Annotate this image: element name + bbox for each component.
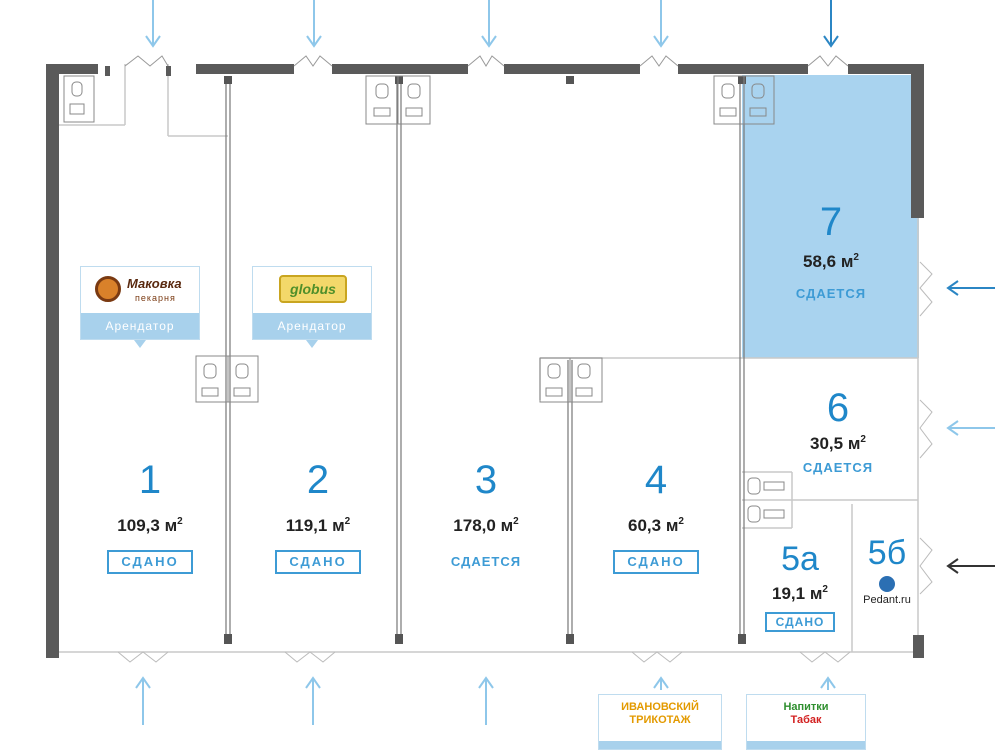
makovka-logo: Маковка пекарня — [89, 273, 193, 307]
unit-7-highlight — [742, 75, 919, 358]
bread-icon — [95, 276, 121, 302]
pedant-brand: Pedant.ru — [863, 594, 911, 606]
unit-status: СДАЕТСЯ — [450, 554, 522, 569]
unit-6-label: 6 30,5 м2 СДАЕТСЯ — [780, 388, 896, 475]
unit-4-label: 4 60,3 м2 СДАНО — [596, 460, 716, 574]
unit-area: 58,6 м2 — [803, 252, 859, 271]
unit-status: СДАНО — [275, 550, 361, 574]
mascot-icon — [879, 576, 895, 592]
unit-number: 7 — [819, 200, 843, 244]
unit-area: 178,0 м2 — [453, 516, 519, 535]
pedant-logo: Pedant.ru — [856, 576, 918, 606]
unit-area: 119,1 м2 — [285, 516, 351, 535]
partition-walls — [225, 76, 745, 640]
unit-area: 30,5 м2 — [810, 434, 866, 453]
card-footer — [599, 741, 721, 749]
card-line-1: ИВАНОВСКИЙ — [621, 701, 699, 713]
unit-number: 6 — [826, 386, 850, 430]
tenant-card-globus: globus Арендатор — [252, 266, 372, 348]
unit-status: СДАНО — [107, 550, 193, 574]
external-card-napitki: Напитки Табак — [746, 694, 866, 750]
unit-status: СДАНО — [765, 612, 835, 632]
unit-7-label: 7 58,6 м2 СДАЕТСЯ — [752, 202, 910, 301]
unit-area: 19,1 м2 — [772, 584, 828, 603]
unit-3-label: 3 178,0 м2 СДАЕТСЯ — [426, 460, 546, 569]
card-line-1: Напитки — [783, 701, 829, 713]
card-footer — [747, 741, 865, 749]
pointer-icon — [134, 340, 146, 348]
restroom-fixtures — [63, 75, 785, 523]
unit-status: СДАЕТСЯ — [802, 460, 874, 475]
globus-logo: globus — [279, 275, 347, 303]
external-card-trikotazh: ИВАНОВСКИЙ ТРИКОТАЖ — [598, 694, 722, 750]
unit-number: 5б — [867, 534, 907, 572]
unit-number: 4 — [644, 458, 668, 502]
tenant-card-caption: Арендатор — [81, 313, 199, 339]
pointer-icon — [306, 340, 318, 348]
unit-number: 1 — [138, 458, 162, 502]
unit-5b-label: 5б Pedant.ru — [856, 536, 918, 606]
unit-number: 5а — [781, 540, 819, 578]
entry-arrows-bottom — [135, 676, 836, 725]
unit-status: СДАЕТСЯ — [795, 286, 867, 301]
unit-area: 109,3 м2 — [117, 516, 183, 535]
unit-area: 60,3 м2 — [628, 516, 684, 535]
card-line-2: Табак — [790, 714, 822, 726]
unit-1-label: 1 109,3 м2 СДАНО — [90, 460, 210, 574]
unit-number: 3 — [474, 458, 498, 502]
exterior-walls — [46, 64, 924, 658]
unit-5a-label: 5а 19,1 м2 СДАНО — [752, 542, 848, 632]
unit-2-label: 2 119,1 м2 СДАНО — [258, 460, 378, 574]
globus-brand: globus — [290, 281, 336, 297]
tenant-card-caption: Арендатор — [253, 313, 371, 339]
makovka-brand-sub: пекарня — [135, 293, 176, 303]
unit-status: СДАНО — [613, 550, 699, 574]
card-line-2: ТРИКОТАЖ — [629, 714, 691, 726]
entry-arrows-top — [145, 0, 839, 48]
makovka-brand: Маковка — [127, 276, 182, 291]
entry-arrows-right — [946, 280, 995, 574]
tenant-card-makovka: Маковка пекарня Арендатор — [80, 266, 200, 348]
unit-number: 2 — [306, 458, 330, 502]
